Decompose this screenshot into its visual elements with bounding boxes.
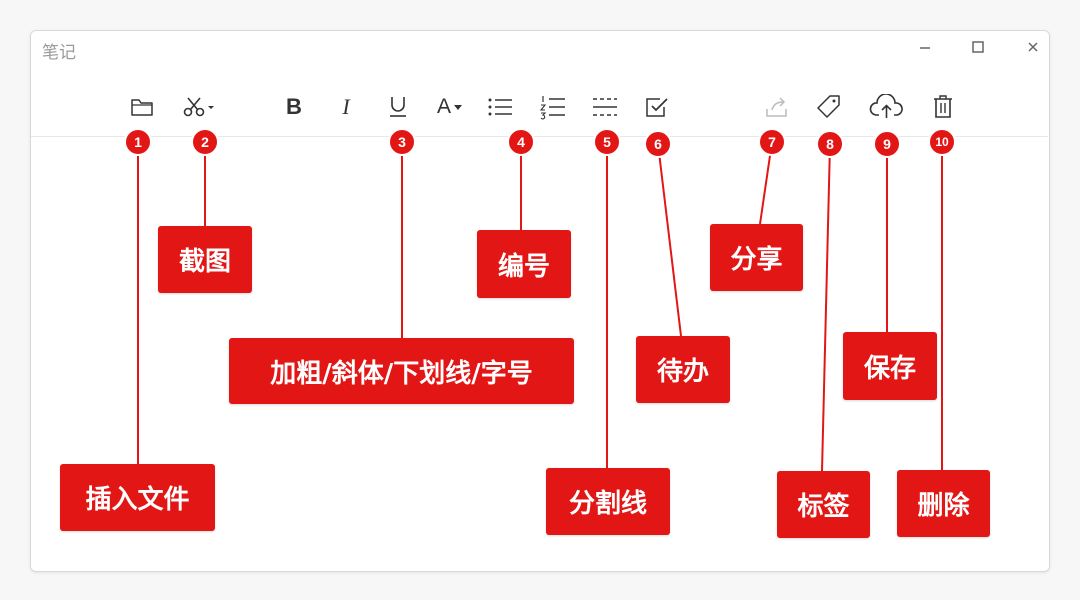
font-size-label: A (436, 95, 451, 118)
folder-icon (131, 99, 153, 116)
callout-screenshot: 截图 (158, 226, 252, 293)
badge-3: 3 (388, 128, 416, 156)
chevron-down-icon (454, 105, 462, 110)
numbered-list-button[interactable] (537, 91, 569, 123)
maximize-icon (972, 41, 984, 53)
callout-tag: 标签 (777, 471, 870, 538)
badge-9: 9 (873, 130, 901, 158)
share-button[interactable] (761, 91, 793, 123)
bullet-list-button[interactable] (484, 91, 516, 123)
badge-10: 10 (928, 128, 956, 156)
scissors-icon (183, 97, 214, 117)
tag-icon (817, 95, 840, 118)
badge-2: 2 (191, 128, 219, 156)
callout-delete: 删除 (897, 470, 990, 537)
close-button[interactable] (1022, 36, 1044, 58)
callout-formatting: 加粗/斜体/下划线/字号 (229, 338, 574, 404)
window-title: 笔记 (42, 43, 76, 63)
font-size-button[interactable]: A (430, 91, 470, 123)
toolbar-divider (31, 136, 1048, 137)
divider-icon (593, 98, 617, 116)
close-icon (1028, 42, 1038, 52)
callout-numbering: 编号 (477, 230, 571, 298)
badge-8: 8 (816, 130, 844, 158)
divider-button[interactable] (589, 91, 621, 123)
underline-button[interactable] (382, 91, 414, 123)
italic-button[interactable]: I (342, 94, 350, 119)
checkbox-icon (646, 98, 668, 117)
trash-icon (934, 95, 952, 118)
minimize-button[interactable] (914, 36, 936, 58)
share-icon (766, 97, 787, 117)
callout-todo: 待办 (636, 336, 730, 403)
screenshot-button[interactable] (180, 91, 220, 123)
badge-7: 7 (758, 128, 786, 156)
badge-4: 4 (507, 128, 535, 156)
tag-button[interactable] (813, 91, 845, 123)
bullet-list-icon (488, 98, 512, 116)
cloud-upload-icon (869, 94, 903, 118)
callout-insert-file: 插入文件 (60, 464, 215, 531)
todo-button[interactable] (641, 91, 673, 123)
badge-1: 1 (124, 128, 152, 156)
callout-save: 保存 (843, 332, 937, 400)
badge-5: 5 (593, 128, 621, 156)
save-button[interactable] (868, 91, 906, 123)
badge-6: 6 (644, 130, 672, 158)
maximize-button[interactable] (967, 36, 989, 58)
callout-share: 分享 (710, 224, 803, 291)
insert-file-button[interactable] (126, 91, 158, 123)
bold-button[interactable]: B (286, 94, 302, 119)
numbered-list-icon (539, 96, 565, 120)
delete-button[interactable] (927, 91, 959, 123)
underline-icon (390, 97, 406, 117)
callout-divider: 分割线 (546, 468, 670, 535)
minimize-icon (920, 47, 930, 49)
